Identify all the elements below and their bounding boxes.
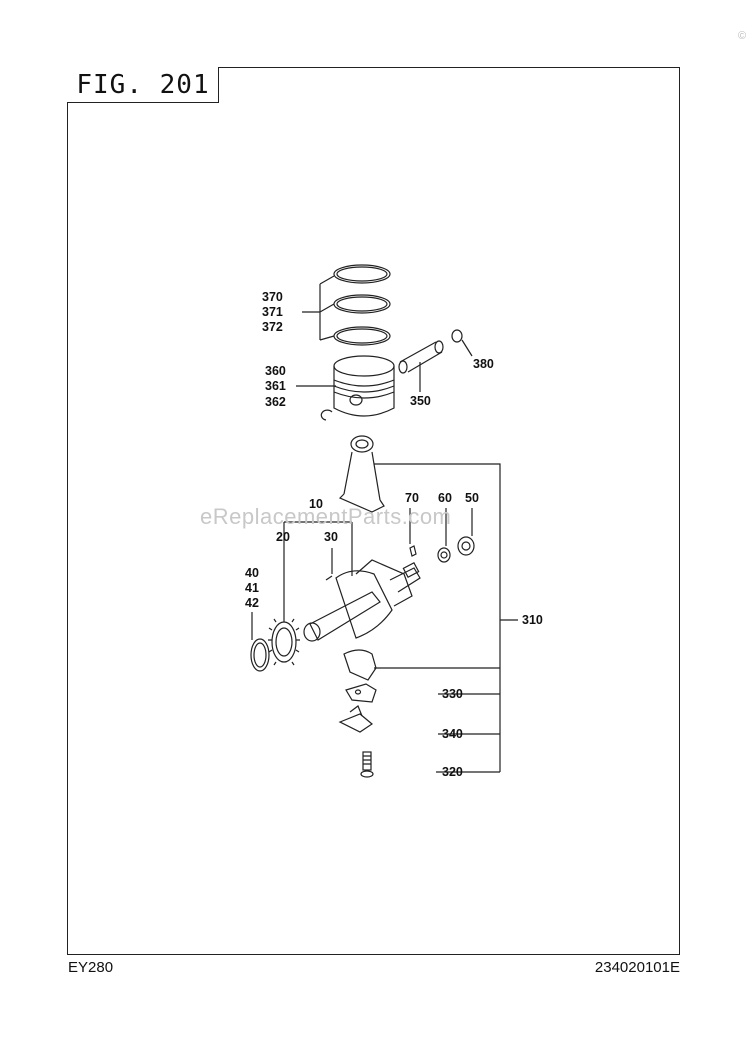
callout-380: 380 — [473, 357, 494, 371]
spring-pin[interactable] — [409, 545, 417, 557]
crankshaft-leader-line — [283, 521, 353, 576]
part-number-label: 234020101E — [594, 959, 680, 976]
callout-310: 310 — [522, 613, 543, 627]
crankshaft-gear[interactable] — [268, 618, 300, 666]
rod-assembly-bracket — [374, 463, 518, 773]
callout-42: 42 — [245, 596, 259, 610]
callout-360: 360 — [265, 364, 286, 378]
model-label: EY280 — [68, 959, 114, 976]
callout-330: 330 — [442, 687, 463, 701]
callout-361: 361 — [265, 379, 286, 393]
callout-10: 10 — [309, 497, 323, 511]
oil-dipper[interactable] — [338, 705, 374, 733]
crankshaft-shim[interactable] — [250, 638, 270, 672]
callout-350: 350 — [410, 394, 431, 408]
figure-frame — [67, 67, 680, 955]
figure-title-box: FIG. 201 — [67, 67, 219, 103]
snap-ring-380[interactable] — [451, 329, 463, 343]
ring-leader-line — [302, 275, 335, 341]
corner-mark: © — [738, 30, 747, 42]
watermark: eReplacementParts.com — [200, 504, 452, 529]
piston-ring-oil[interactable] — [333, 326, 391, 346]
piston-ring-top[interactable] — [333, 264, 391, 284]
callout-362: 362 — [265, 395, 286, 409]
connecting-rod[interactable] — [338, 435, 385, 513]
callout-70: 70 — [405, 491, 419, 505]
piston-pin[interactable] — [398, 340, 444, 374]
piston[interactable] — [333, 355, 395, 417]
piston-pin-circlip[interactable] — [320, 409, 333, 421]
snap-ring-leader-line — [461, 339, 473, 357]
crank-key[interactable] — [325, 575, 333, 581]
washer[interactable] — [437, 547, 451, 563]
callout-20: 20 — [276, 530, 290, 544]
crankshaft[interactable] — [303, 559, 421, 642]
callout-30: 30 — [324, 530, 338, 544]
lock-plate[interactable] — [345, 683, 377, 703]
callout-372: 372 — [262, 320, 283, 334]
callout-371: 371 — [262, 305, 283, 319]
callout-60: 60 — [438, 491, 452, 505]
piston-ring-middle[interactable] — [333, 294, 391, 314]
callout-40: 40 — [245, 566, 259, 580]
callout-370: 370 — [262, 290, 283, 304]
rod-bolt[interactable] — [360, 751, 374, 778]
callout-320: 320 — [442, 765, 463, 779]
connecting-rod-cap[interactable] — [343, 649, 377, 681]
callout-340: 340 — [442, 727, 463, 741]
nut[interactable] — [457, 536, 475, 556]
figure-title: FIG. 201 — [76, 70, 210, 100]
callout-50: 50 — [465, 491, 479, 505]
callout-41: 41 — [245, 581, 259, 595]
